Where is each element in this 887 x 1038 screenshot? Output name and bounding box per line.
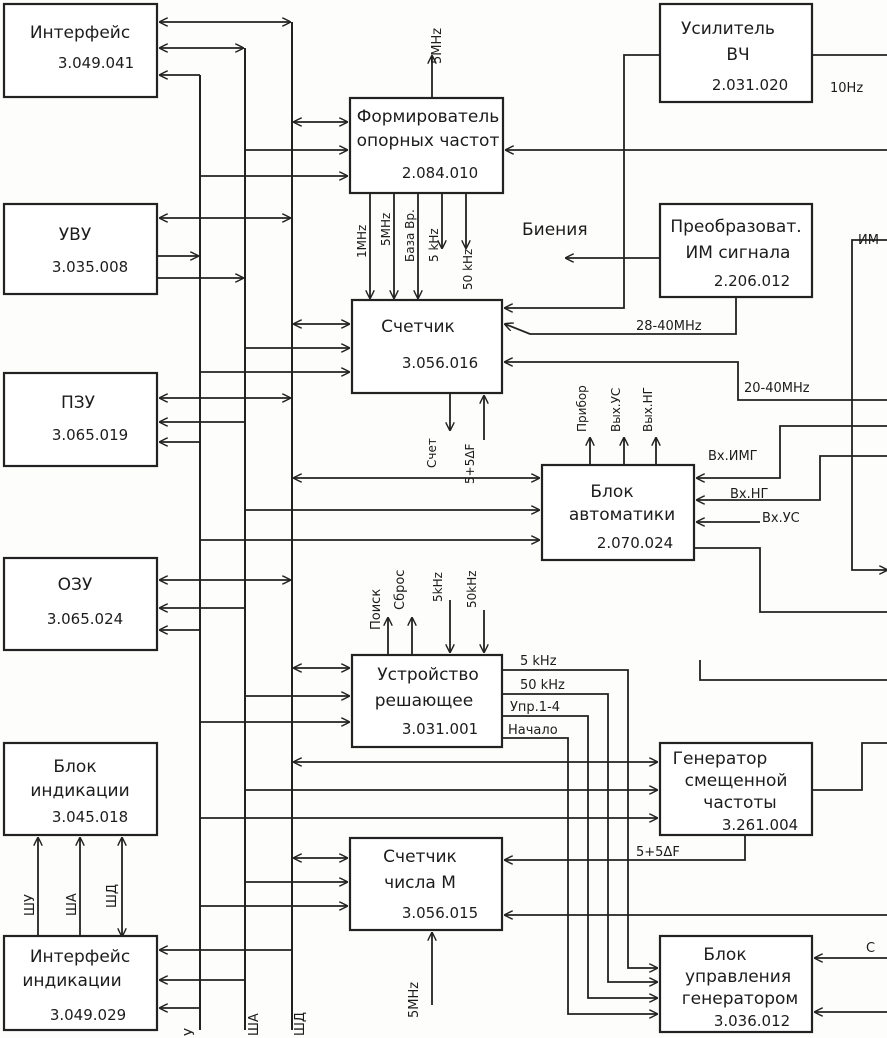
label-shd: ШД	[105, 884, 120, 908]
signal-labels: 5MHz 10Hz ИМ Биения 1MHz 5MHz База Вр. 5…	[23, 28, 879, 1036]
label-in-us: Вх.УС	[762, 511, 800, 526]
block-decision-title-2: решающее	[375, 691, 473, 711]
block-ozu-code: 3.065.024	[47, 610, 123, 628]
signal-wires	[370, 54, 887, 1014]
block-indication-interface-code: 3.049.029	[50, 1006, 126, 1024]
label-dec-5khz: 5kHz	[431, 572, 445, 602]
label-start: Начало	[508, 723, 558, 738]
block-ref-former-title-2: опорных частот	[357, 131, 500, 151]
label-in-img: Вх.ИМГ	[708, 449, 758, 464]
label-base-time: База Вр.	[403, 209, 417, 262]
label-im: ИМ	[858, 233, 879, 248]
block-interface: Интерфейс 3.049.041	[2, 2, 159, 99]
block-counter: Счетчик 3.056.016	[350, 298, 504, 395]
block-ref-former: Формирователь опорных частот 2.084.010	[348, 96, 505, 195]
block-offset-gen-title-2: смещенной	[685, 771, 788, 791]
label-count-5df: 5+5ΔF	[463, 443, 477, 484]
left-connections	[38, 22, 292, 1008]
block-pzu: ПЗУ 3.065.019	[2, 371, 159, 468]
label-top-5mhz: 5MHz	[430, 28, 445, 64]
block-counter-m: Счетчик числа М 3.056.015	[348, 836, 504, 932]
block-im-converter-title-2: ИМ сигнала	[686, 243, 791, 263]
center-connections	[200, 122, 657, 906]
block-counter-code: 3.056.016	[402, 354, 478, 372]
block-im-converter-title-1: Преобразоват.	[670, 217, 801, 237]
block-offset-gen-code: 3.261.004	[722, 816, 798, 834]
label-search: Поиск	[369, 589, 384, 630]
block-interface-title: Интерфейс	[30, 23, 130, 43]
block-counter-title: Счетчик	[381, 317, 455, 337]
label-rf-10hz: 10Hz	[830, 81, 863, 96]
block-indication-title-2: индикации	[30, 781, 129, 801]
block-pzu-code: 3.065.019	[52, 426, 128, 444]
block-uvu-title: УВУ	[59, 225, 92, 245]
block-ref-former-code: 2.084.010	[402, 164, 478, 182]
block-gen-control-title-3: генератором	[682, 989, 799, 1009]
block-rf-amp-title-2: ВЧ	[726, 45, 749, 65]
block-counter-m-title-1: Счетчик	[383, 847, 457, 867]
label-out-5khz: 5 kHz	[520, 654, 557, 669]
block-gen-control-title-1: Блок	[703, 945, 746, 965]
block-rf-amp-title-1: Усилитель	[681, 19, 775, 39]
label-ref-5mhz: 5MHz	[379, 213, 393, 246]
block-decision-title-1: Устройство	[377, 665, 479, 685]
block-ozu: ОЗУ 3.065.024	[2, 556, 159, 652]
block-decision-code: 3.031.001	[402, 720, 478, 738]
label-out-ng: Вых.НГ	[641, 387, 655, 432]
block-uvu-code: 3.035.008	[52, 258, 128, 276]
label-bottom-5mhz: 5MHz	[407, 982, 422, 1018]
label-count: Счет	[425, 438, 439, 468]
block-pzu-title: ПЗУ	[61, 393, 96, 413]
block-gen-control-code: 3.036.012	[714, 1012, 790, 1030]
block-indication-title-1: Блок	[53, 757, 96, 777]
block-indication: Блок индикации 3.045.018	[2, 741, 159, 837]
label-sha: ША	[65, 893, 80, 916]
label-gen-5df: 5+5ΔF	[636, 845, 680, 860]
label-20-40mhz: 20-40MHz	[744, 381, 810, 396]
label-upr: Упр.1-4	[510, 700, 560, 715]
block-decision: Устройство решающее 3.031.001	[350, 653, 504, 749]
label-edge-c: С	[866, 941, 875, 956]
block-automatics-code: 2.070.024	[597, 534, 673, 552]
block-interface-code: 3.049.041	[58, 54, 134, 72]
bus-lines	[199, 22, 293, 1030]
label-reset: Сброс	[393, 570, 408, 610]
label-ref-50khz: 50 kHz	[461, 249, 475, 290]
label-bus-a: ША	[247, 1013, 262, 1036]
label-in-ng: Вх.НГ	[730, 487, 769, 502]
block-gen-control-title-2: управления	[685, 967, 791, 987]
block-ozu-title: ОЗУ	[58, 575, 93, 595]
label-ref-5khz: 5 kHz	[427, 228, 441, 262]
block-rf-amp-code: 2.031.020	[712, 76, 788, 94]
block-rf-amp: Усилитель ВЧ 2.031.020	[658, 2, 814, 104]
block-ref-former-title-1: Формирователь	[357, 107, 500, 127]
block-offset-gen: Генератор смещенной частоты 3.261.004	[658, 741, 814, 837]
label-out-us: Вых.УС	[609, 388, 623, 432]
block-counter-m-title-2: числа М	[384, 873, 456, 893]
block-counter-m-code: 3.056.015	[402, 904, 478, 922]
block-offset-gen-title-1: Генератор	[673, 749, 768, 769]
block-uvu: УВУ 3.035.008	[2, 202, 159, 296]
block-im-converter-code: 2.206.012	[714, 272, 790, 290]
block-automatics-title-2: автоматики	[569, 505, 675, 525]
block-automatics: Блок автоматики 2.070.024	[540, 463, 696, 562]
label-shu: ШУ	[23, 894, 38, 916]
label-1mhz: 1MHz	[355, 225, 369, 258]
block-automatics-title-1: Блок	[590, 482, 633, 502]
block-indication-interface-title-2: индикации	[22, 971, 121, 991]
block-gen-control: Блок управления генератором 3.036.012	[658, 934, 814, 1034]
block-offset-gen-title-3: частоты	[703, 793, 776, 813]
label-dec-50khz: 50kHz	[465, 570, 479, 608]
label-beats: Биения	[522, 220, 588, 240]
label-pribor: Прибор	[575, 385, 589, 432]
block-indication-code: 3.045.018	[52, 808, 128, 826]
block-indication-interface-title-1: Интерфейс	[30, 947, 130, 967]
block-indication-interface: Интерфейс индикации 3.049.029	[2, 934, 159, 1032]
label-bus-d: ШД	[293, 1012, 308, 1036]
label-bus-u: У	[183, 1028, 198, 1036]
label-28-40mhz: 28-40MHz	[636, 319, 702, 334]
block-im-converter: Преобразоват. ИМ сигнала 2.206.012	[658, 202, 814, 299]
label-out-50khz: 50 kHz	[520, 678, 565, 693]
